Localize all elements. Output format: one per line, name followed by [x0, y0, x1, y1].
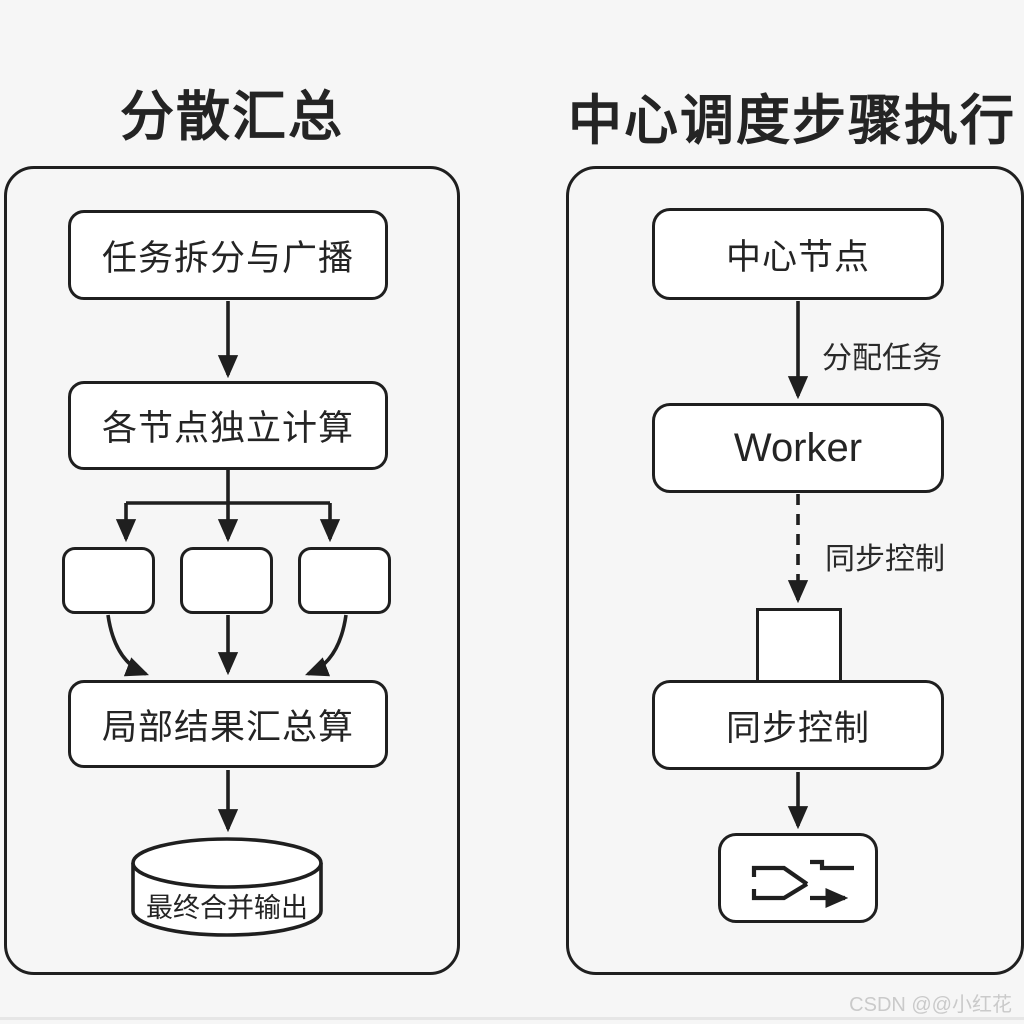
right-panel-title: 中心调度步骤执行	[568, 91, 1016, 151]
left-panel-title: 分散汇总	[120, 87, 344, 147]
node-local-aggregate: 局部结果汇总算	[68, 680, 388, 768]
node-worker: Worker	[652, 403, 944, 493]
node-sync-control: 同步控制	[652, 680, 944, 770]
worker-result-box-3	[298, 547, 391, 614]
sync-junction-box	[756, 608, 842, 686]
node-worker-label: Worker	[733, 425, 863, 470]
worker-result-box-2	[180, 547, 273, 614]
bottom-edge-strip	[0, 1017, 1024, 1020]
node-independent-compute-label: 各节点独立计算	[101, 409, 354, 448]
node-task-split: 任务拆分与广播	[68, 210, 388, 300]
watermark: CSDN @@小红花	[849, 994, 1012, 1016]
right-panel-container	[566, 166, 1024, 975]
merge-arrows-icon	[751, 859, 854, 908]
worker-result-box-1	[62, 547, 155, 614]
node-task-split-label: 任务拆分与广播	[101, 238, 354, 278]
node-sync-control-label: 同步控制	[725, 708, 870, 748]
node-merge-output	[718, 833, 878, 923]
node-final-output-label: 最终合并输出	[146, 893, 308, 923]
node-local-aggregate-label: 局部结果汇总算	[101, 707, 354, 747]
node-central-label: 中心节点	[725, 237, 870, 277]
node-central: 中心节点	[652, 208, 944, 300]
edge-label-sync-control: 同步控制	[825, 543, 945, 576]
edge-label-assign-task: 分配任务	[822, 342, 942, 375]
node-independent-compute: 各节点独立计算	[68, 381, 388, 470]
left-panel-container	[4, 166, 460, 975]
